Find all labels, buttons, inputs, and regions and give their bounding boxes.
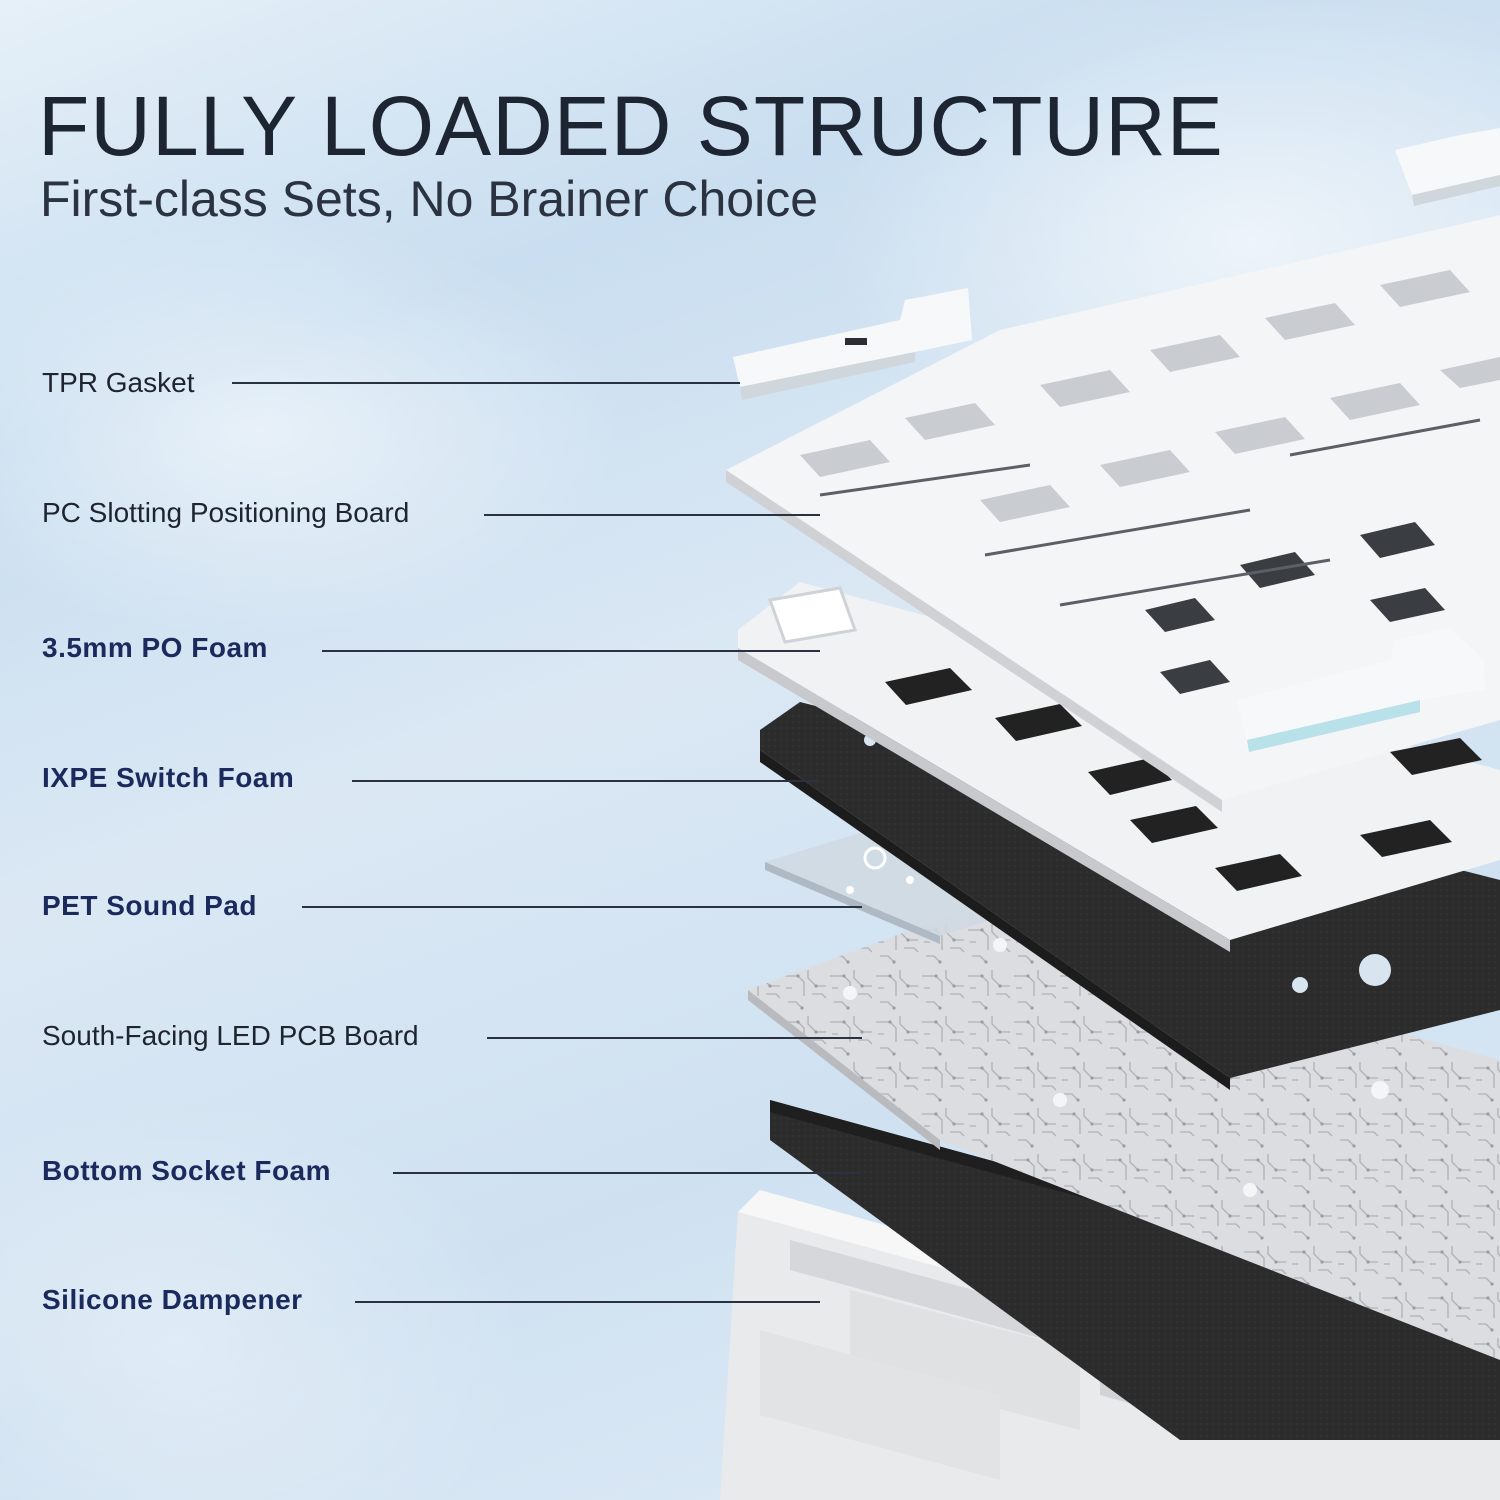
leader-bottom-socket-foam <box>393 1172 860 1174</box>
label-po-foam: 3.5mm PO Foam <box>42 632 268 663</box>
pc-positioning-board-layer <box>726 215 1500 812</box>
label-pc-slotting-board: PC Slotting Positioning Board <box>42 497 410 528</box>
label-ixpe-switch-foam: IXPE Switch Foam <box>42 762 295 793</box>
label-tpr-gasket: TPR Gasket <box>42 367 195 398</box>
leader-tpr-gasket <box>232 382 740 384</box>
page-subtitle: First-class Sets, No Brainer Choice <box>40 171 819 227</box>
label-led-pcb-board: South-Facing LED PCB Board <box>42 1020 419 1051</box>
leader-po-foam <box>322 650 820 652</box>
tpr-gasket-parts <box>733 128 1500 752</box>
label-pet-sound-pad: PET Sound Pad <box>42 890 257 921</box>
leader-ixpe-switch-foam <box>352 780 820 782</box>
leader-led-pcb-board <box>487 1037 862 1039</box>
po-foam-layer <box>738 582 1500 952</box>
leader-pet-sound-pad <box>302 906 862 908</box>
leader-pc-slotting-board <box>484 514 820 516</box>
label-bottom-socket-foam: Bottom Socket Foam <box>42 1155 332 1186</box>
label-silicone-dampener: Silicone Dampener <box>42 1284 303 1315</box>
leader-silicone-dampener <box>355 1301 820 1303</box>
page-title: FULLY LOADED STRUCTURE <box>38 79 1224 173</box>
